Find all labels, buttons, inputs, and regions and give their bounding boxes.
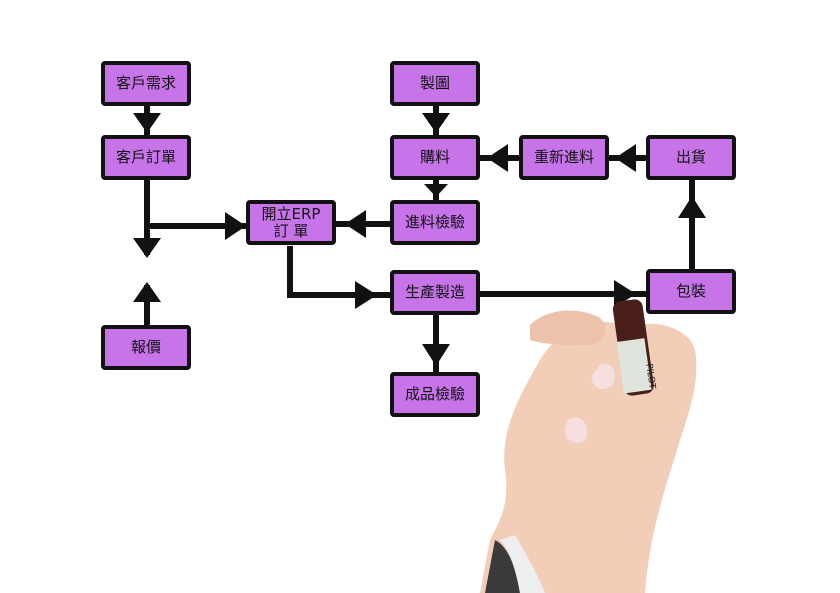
line-erp-production bbox=[287, 246, 392, 298]
node-label: 報價 bbox=[130, 338, 161, 356]
node-label: 包裝 bbox=[675, 282, 706, 300]
arrow-up-icon bbox=[678, 196, 706, 218]
node-label: 製圖 bbox=[419, 74, 450, 92]
node-shipping[interactable]: 出貨 bbox=[646, 135, 736, 180]
node-customer-demand[interactable]: 客戶需求 bbox=[101, 61, 191, 106]
node-reorder[interactable]: 重新進料 bbox=[519, 135, 609, 180]
node-purchasing[interactable]: 購料 bbox=[390, 135, 480, 180]
arrow-left-icon bbox=[615, 144, 636, 172]
arrow-right-icon bbox=[614, 280, 636, 308]
node-drawing[interactable]: 製圖 bbox=[390, 61, 480, 106]
hand-with-marker: PILOT bbox=[480, 299, 697, 593]
node-packaging[interactable]: 包裝 bbox=[646, 269, 736, 314]
arrow-up-icon bbox=[133, 282, 161, 302]
arrow-right-icon bbox=[225, 212, 246, 240]
node-label: 購料 bbox=[419, 148, 450, 166]
node-label-line2: 訂 單 bbox=[273, 221, 309, 240]
node-incoming-inspection[interactable]: 進料檢驗 bbox=[390, 200, 480, 245]
arrow-down-icon bbox=[133, 113, 161, 133]
node-label: 成品檢驗 bbox=[404, 385, 465, 403]
node-label: 客戶需求 bbox=[115, 74, 176, 92]
node-customer-order[interactable]: 客戶訂單 bbox=[101, 135, 191, 180]
arrow-left-icon bbox=[345, 210, 366, 238]
node-label-line1: 開立ERP bbox=[261, 204, 321, 223]
arrow-down-icon bbox=[422, 344, 450, 366]
arrowheads bbox=[133, 113, 706, 366]
arrow-left-icon bbox=[487, 144, 508, 172]
node-label: 生產製造 bbox=[404, 283, 465, 301]
node-label: 出貨 bbox=[675, 148, 706, 166]
node-quotation[interactable]: 報價 bbox=[101, 325, 191, 370]
arrow-down-icon bbox=[424, 184, 448, 197]
arrow-down-icon bbox=[133, 238, 161, 258]
node-label: 重新進料 bbox=[533, 148, 594, 166]
node-production[interactable]: 生產製造 bbox=[390, 270, 480, 315]
node-label: 客戶訂單 bbox=[115, 148, 176, 166]
arrow-down-icon bbox=[422, 113, 450, 133]
marker-label: PILOT bbox=[643, 363, 657, 390]
node-final-inspection[interactable]: 成品檢驗 bbox=[390, 372, 480, 417]
node-label: 進料檢驗 bbox=[404, 213, 465, 231]
arrow-right-icon bbox=[355, 281, 377, 309]
